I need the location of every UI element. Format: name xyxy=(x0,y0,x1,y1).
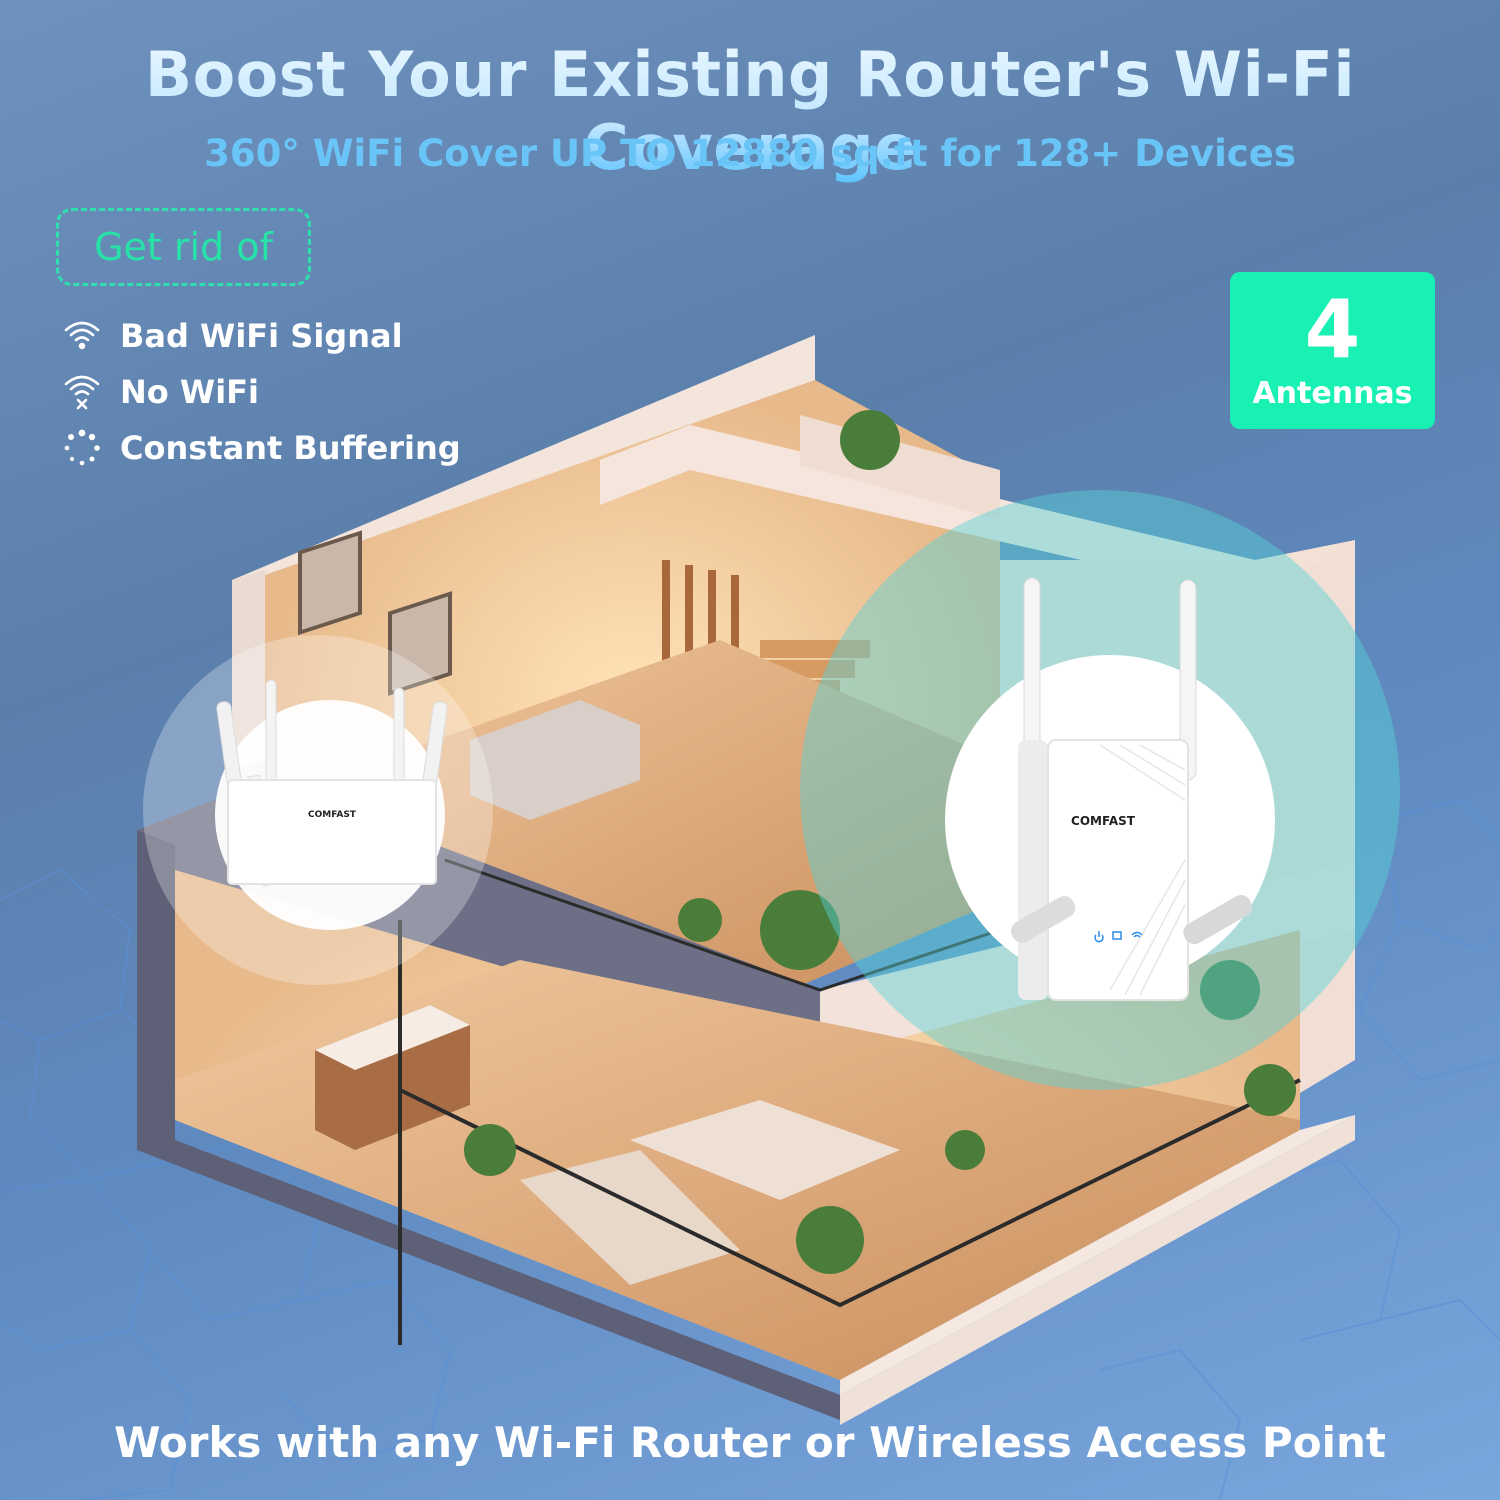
wifi-off-icon xyxy=(64,375,100,410)
problem-list: Bad WiFi Signal No WiFi Constant Bufferi… xyxy=(62,308,461,476)
comfast-extender: COMFAST xyxy=(1010,577,1252,1001)
headline: Boost Your Existing Router's Wi-Fi Cover… xyxy=(0,38,1500,184)
get-rid-of-label: Get rid of xyxy=(56,208,311,286)
wifi-icon xyxy=(1131,931,1143,938)
upper-sofa xyxy=(470,700,640,820)
loading-spinner-icon xyxy=(64,429,100,466)
problem-label: Bad WiFi Signal xyxy=(120,317,403,355)
problem-item: Constant Buffering xyxy=(62,420,461,476)
ethernet-icon xyxy=(1112,931,1122,940)
problem-label: Constant Buffering xyxy=(120,429,461,467)
footer-tagline: Works with any Wi-Fi Router or Wireless … xyxy=(114,1418,1386,1467)
problem-item: No WiFi xyxy=(62,364,461,420)
problem-label: No WiFi xyxy=(120,373,259,411)
get-rid-of-text: Get rid of xyxy=(94,225,273,269)
problem-item: Bad WiFi Signal xyxy=(62,308,461,364)
antenna-count: 4 xyxy=(1304,283,1361,376)
router-brand-label: COMFAST xyxy=(308,810,357,820)
extender-brand-label: COMFAST xyxy=(1071,814,1136,828)
plants xyxy=(464,410,1296,1274)
lower-sofa xyxy=(630,1100,900,1200)
glass-railing xyxy=(399,1078,1301,1308)
antenna-count-badge: 4 Antennas xyxy=(1230,272,1435,429)
antenna-label: Antennas xyxy=(1252,376,1413,411)
wifi-icon xyxy=(64,321,100,350)
power-icon xyxy=(1094,931,1104,943)
subheadline: 360° WiFi Cover UP TO 12880 sq.ft for 12… xyxy=(204,132,1296,175)
comfast-router: COMFAST xyxy=(216,679,448,887)
house-base xyxy=(840,1115,1355,1425)
